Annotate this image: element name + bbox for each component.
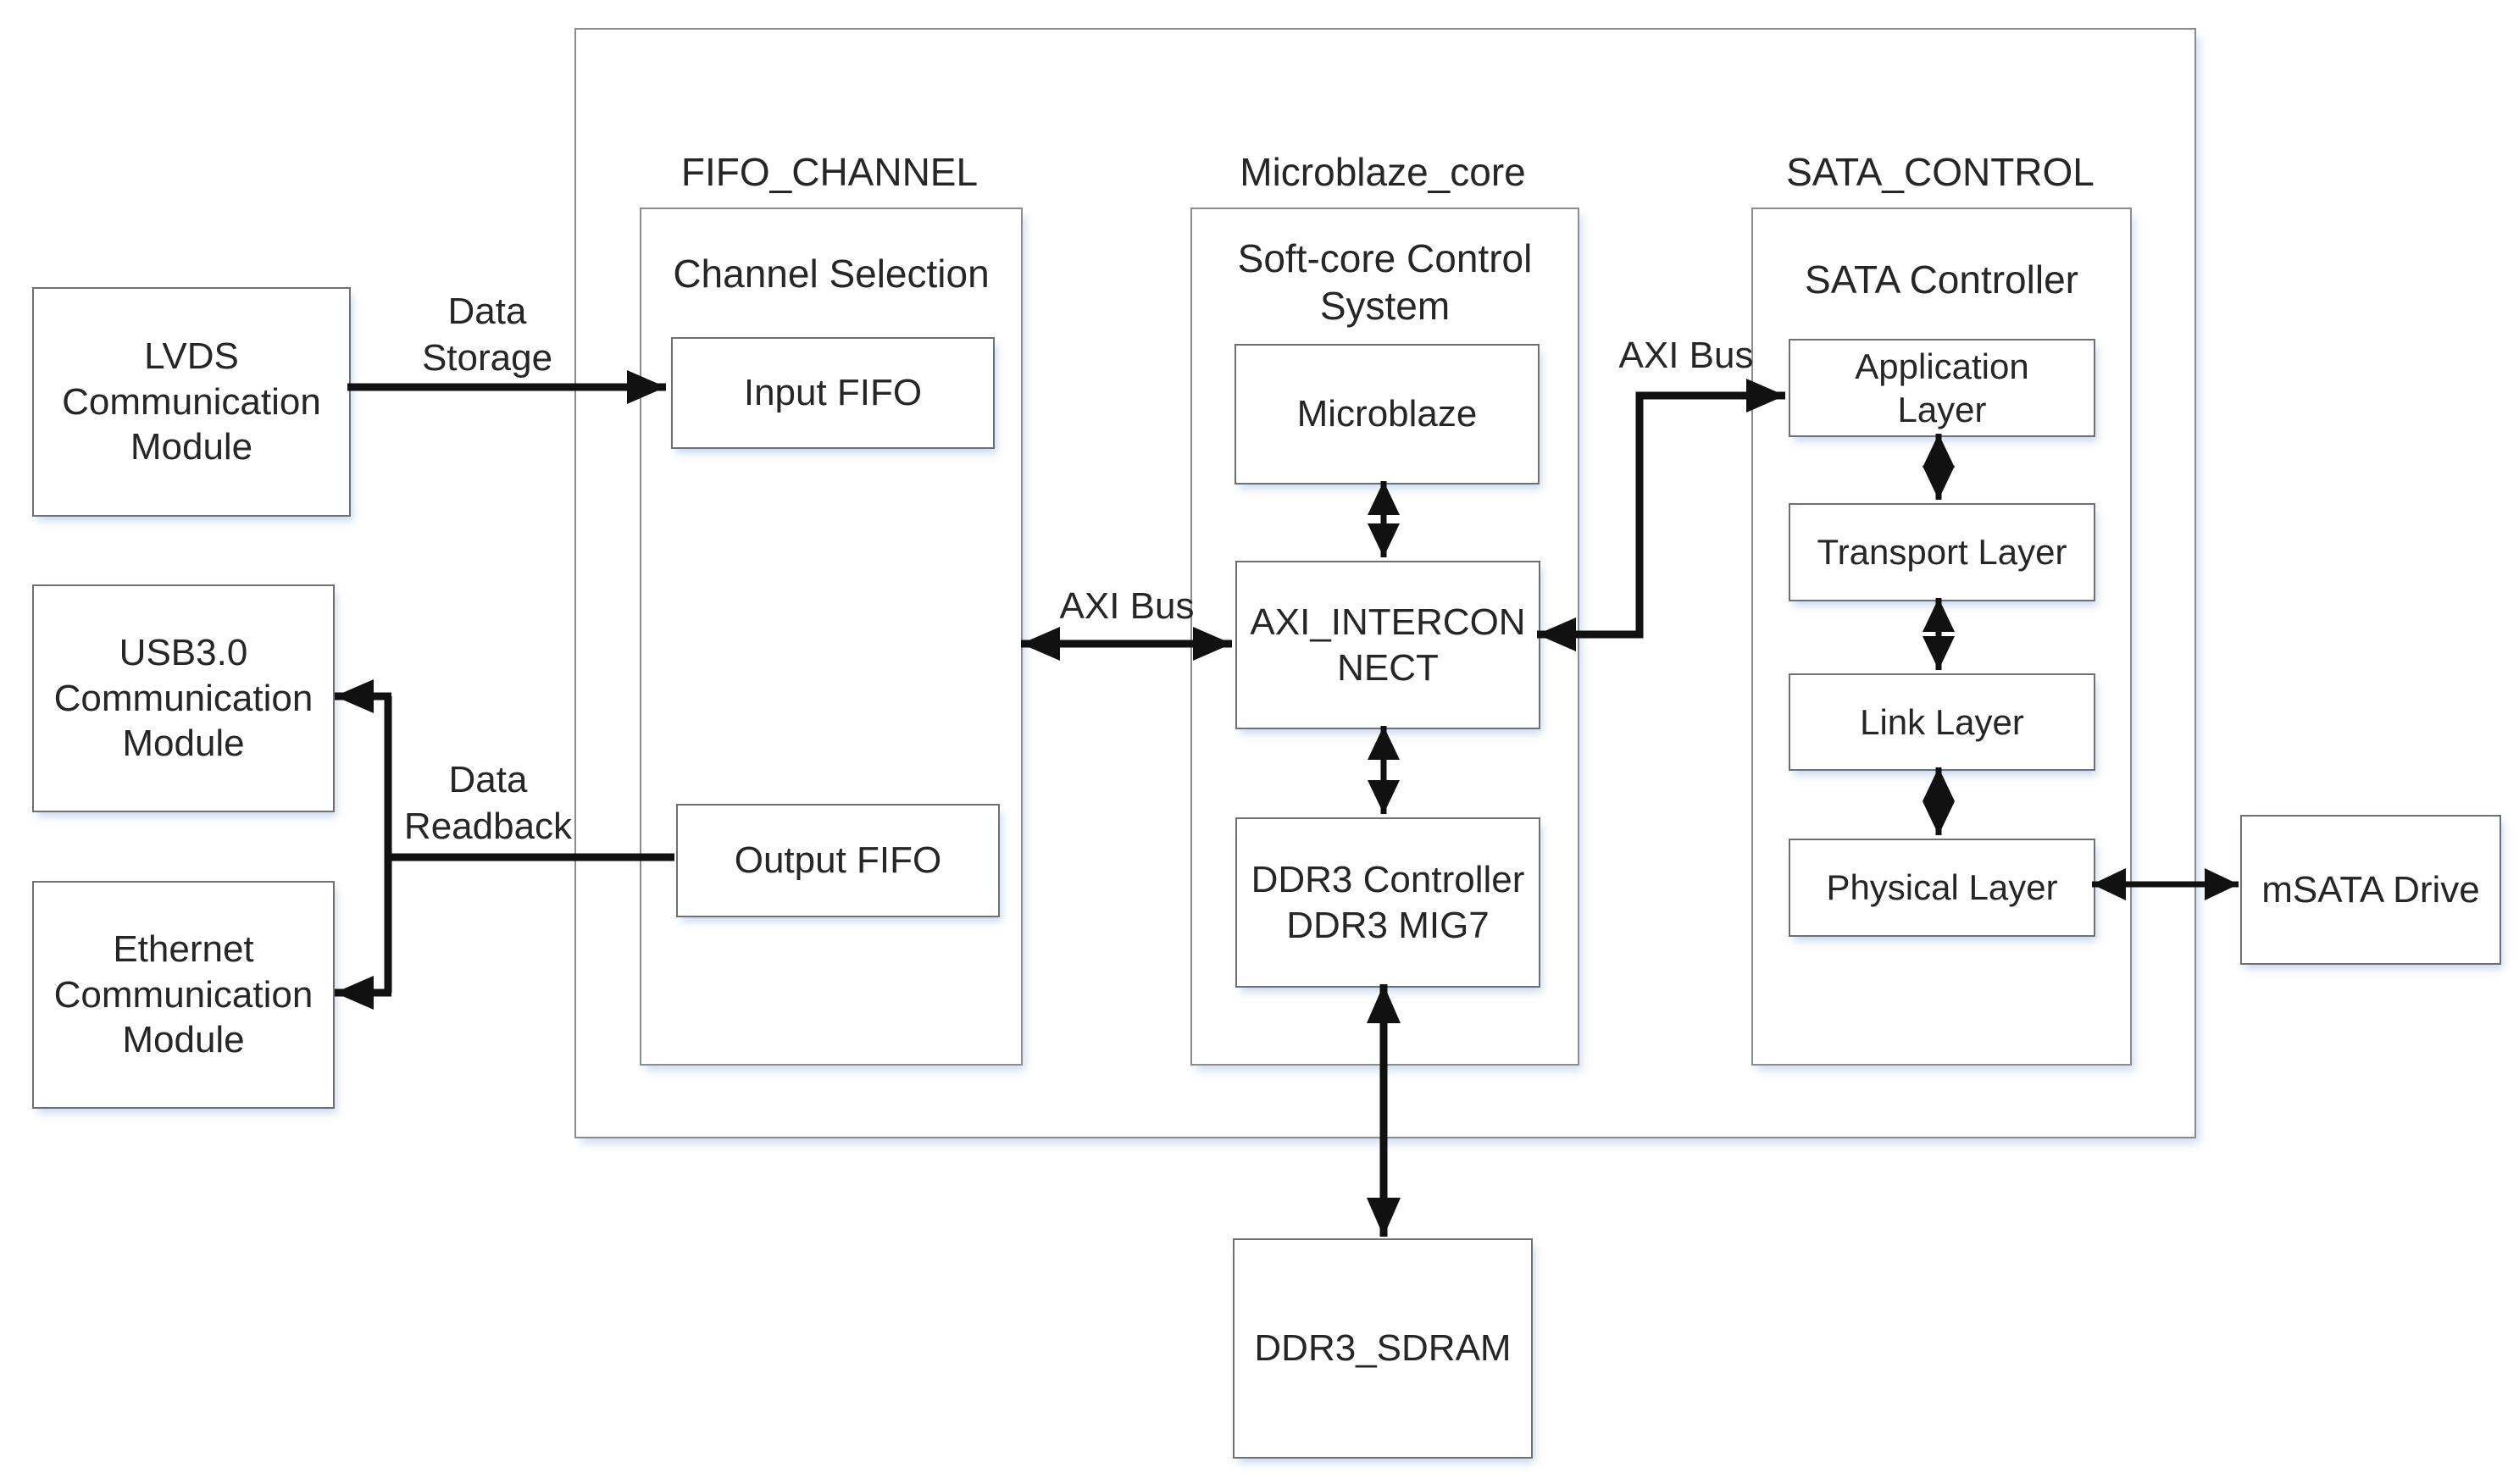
axi-bus-right-label: AXI Bus <box>1618 335 1754 376</box>
fifo-channel-title: FIFO_CHANNEL <box>680 150 979 194</box>
sata-controller-label: SATA Controller <box>1805 257 2078 302</box>
lvds-module-box: LVDS Communication Module <box>32 287 351 517</box>
usb-module-label: USB3.0 Communication Module <box>53 631 313 765</box>
ddr3-controller-label: DDR3 Controller DDR3 MIG7 <box>1251 858 1525 946</box>
input-fifo-label: Input FIFO <box>743 372 923 414</box>
transport-layer-box: Transport Layer <box>1789 503 2095 601</box>
output-fifo-box: Output FIFO <box>676 804 1000 917</box>
sata-controller-box: SATA Controller Application Layer Transp… <box>1751 208 2132 1066</box>
microblaze-core-title: Microblaze_core <box>1240 150 1526 194</box>
soft-core-box: Soft-core Control System Microblaze AXI_… <box>1190 208 1579 1066</box>
microblaze-label: Microblaze <box>1296 393 1478 435</box>
link-layer-box: Link Layer <box>1789 673 2095 771</box>
link-layer-label: Link Layer <box>1860 701 2024 742</box>
data-readback-label: Data Readback <box>403 759 573 847</box>
ddr3-sdram-box: DDR3_SDRAM <box>1233 1238 1533 1459</box>
channel-selection-box: Channel Selection Input FIFO Output FIFO <box>640 208 1023 1066</box>
ethernet-module-label: Ethernet Communication Module <box>53 928 313 1061</box>
ethernet-module-box: Ethernet Communication Module <box>32 881 335 1109</box>
data-storage-label: Data Storage <box>421 291 553 379</box>
usb-module-box: USB3.0 Communication Module <box>32 584 335 812</box>
lvds-module-label: LVDS Communication Module <box>62 335 321 468</box>
application-layer-box: Application Layer <box>1789 339 2095 437</box>
sata-control-title: SATA_CONTROL <box>1786 150 2095 194</box>
msata-drive-box: mSATA Drive <box>2240 815 2501 965</box>
axi-interconnect-box: AXI_INTERCON NECT <box>1235 561 1540 729</box>
physical-layer-label: Physical Layer <box>1826 867 2058 908</box>
channel-selection-label: Channel Selection <box>673 252 990 296</box>
ddr3-sdram-label: DDR3_SDRAM <box>1254 1327 1512 1370</box>
soft-core-label: Soft-core Control System <box>1237 236 1533 329</box>
msata-drive-label: mSATA Drive <box>2261 868 2480 911</box>
axi-bus-left-label: AXI Bus <box>1059 585 1195 627</box>
output-fifo-label: Output FIFO <box>734 839 942 882</box>
microblaze-box: Microblaze <box>1235 344 1540 485</box>
transport-layer-label: Transport Layer <box>1817 532 2067 573</box>
application-layer-label: Application Layer <box>1855 346 2029 429</box>
ddr3-controller-box: DDR3 Controller DDR3 MIG7 <box>1235 817 1540 988</box>
physical-layer-box: Physical Layer <box>1789 839 2095 937</box>
axi-interconnect-label: AXI_INTERCON NECT <box>1250 601 1526 689</box>
input-fifo-box: Input FIFO <box>671 337 995 449</box>
